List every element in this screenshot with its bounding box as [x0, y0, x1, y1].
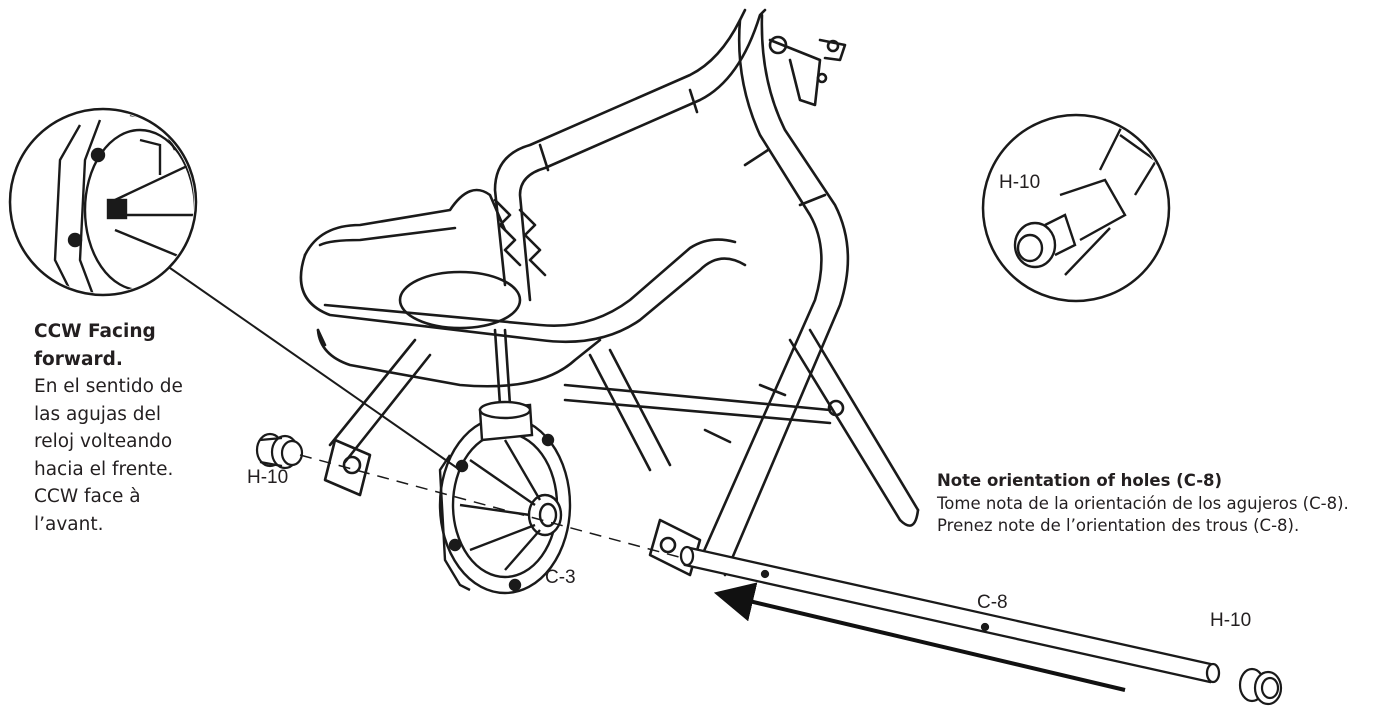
ccw-es-line: En el sentido de	[34, 376, 183, 397]
frame-drawing	[299, 8, 920, 577]
ccw-fr-line: l’avant.	[34, 513, 104, 535]
insert-direction-arrow	[713, 582, 1126, 692]
h10-cap-left	[255, 432, 304, 470]
alignment-dash-line	[299, 454, 691, 561]
ccw-title-line1: CCW Facing	[34, 321, 156, 342]
ccw-fr-line: CCW face à	[34, 486, 141, 507]
label-h10-right: H-10	[1210, 610, 1252, 631]
tube-c8	[679, 545, 1221, 684]
label-h10-left: H-10	[247, 467, 289, 488]
ccw-title-line2: forward.	[34, 348, 123, 370]
holes-note-fr: Prenez note de l’orientation des trous (…	[937, 516, 1300, 535]
label-h10-detail: H-10	[999, 172, 1041, 193]
holes-orientation-note: Note orientation of holes (C-8) Tome not…	[937, 470, 1349, 538]
detail-circle-right	[981, 113, 1171, 303]
detail-leader-line	[169, 267, 461, 471]
label-c8: C-8	[977, 592, 1008, 613]
ccw-facing-note: CCW Facing forward. En el sentido de las…	[34, 318, 183, 538]
label-c3: C-3	[545, 567, 576, 588]
detail-circle-left	[8, 107, 198, 297]
h10-cap-right	[1238, 667, 1283, 706]
ccw-es-line: reloj volteando	[34, 431, 173, 452]
holes-note-title: Note orientation of holes (C-8)	[937, 471, 1223, 490]
holes-note-es: Tome nota de la orientación de los aguje…	[937, 493, 1349, 513]
ccw-es-line: las agujas del	[34, 403, 162, 425]
ccw-es-line: hacia el frente.	[34, 458, 174, 480]
hub-c3	[438, 400, 572, 595]
